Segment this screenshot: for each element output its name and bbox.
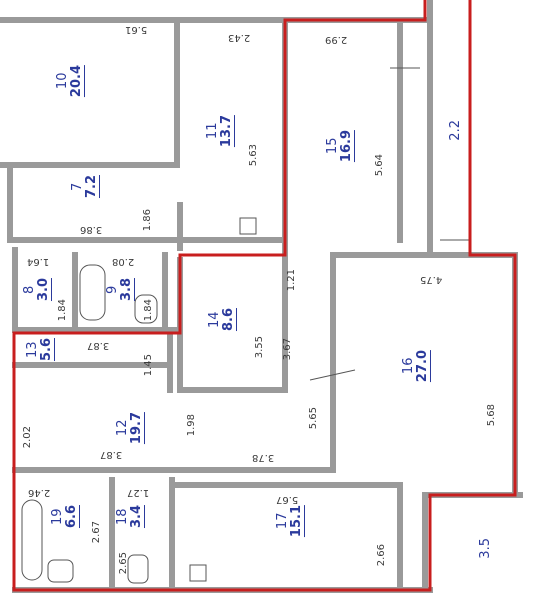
fixtures: [21, 67, 470, 584]
dimension-label: 2.08: [112, 256, 135, 267]
room-number: 8: [22, 285, 37, 294]
dimension-label: 5.65: [308, 407, 319, 430]
room-area: 7.2: [84, 175, 100, 199]
dimension-label: 1.21: [286, 269, 297, 292]
room-area: 20.4: [69, 65, 85, 98]
apartment-outline: [12, 0, 517, 592]
room-number: 17: [275, 512, 290, 530]
room-number: 12: [115, 419, 130, 437]
dimension-label: 1.84: [57, 299, 68, 322]
dimension-label: 2.65: [118, 552, 129, 575]
dimension-label: 3.67: [282, 338, 293, 361]
room-number: 11: [205, 122, 220, 140]
room-number: 10: [55, 72, 70, 90]
dimension-label: 2.99: [325, 34, 348, 45]
dimension-label: 1.98: [186, 414, 197, 437]
dimension-label: 5.64: [374, 154, 385, 177]
room-number: 14: [207, 311, 222, 328]
dimension-label: 3.87: [87, 340, 110, 351]
room-area: 27.0: [415, 350, 431, 383]
room-area: 19.7: [129, 412, 145, 445]
dimension-label: 3.78: [252, 452, 275, 463]
room-area: 16.9: [339, 130, 355, 163]
dimension-label: 1.64: [27, 256, 50, 267]
dimension-label: 2.66: [376, 544, 387, 567]
dimension-label: 1.27: [127, 487, 150, 498]
room-number: 13: [25, 341, 40, 358]
dimension-label: 2.43: [228, 32, 251, 43]
dimension-label: 5.68: [486, 404, 497, 427]
room-number: 18: [115, 508, 130, 525]
dimension-label: 1.86: [142, 209, 153, 232]
room-area: 8.6: [221, 308, 237, 332]
room-area: 3.8: [119, 278, 135, 302]
dimension-label: 1.45: [143, 354, 154, 377]
room-number: 19: [50, 508, 65, 525]
dimension-label: 5.61: [125, 24, 148, 35]
dimension-label: 2.46: [28, 487, 51, 498]
dimension-label: 1.84: [143, 299, 154, 322]
room-number: 9: [105, 285, 120, 294]
room-area: 6.6: [64, 505, 80, 529]
room-number: 7: [70, 182, 85, 191]
area-label: 2.2: [448, 120, 463, 141]
room-area: 3.0: [36, 278, 52, 302]
dimension-label: 5.67: [276, 494, 299, 505]
dimension-label: 3.87: [100, 449, 123, 460]
dimension-label: 2.02: [22, 426, 33, 449]
dimension-label: 3.86: [80, 224, 103, 235]
room-number: 16: [401, 357, 416, 375]
dimension-label: 2.67: [91, 521, 102, 544]
room-area: 3.4: [129, 505, 145, 529]
dimension-label: 5.63: [248, 144, 259, 167]
dimension-label: 4.75: [420, 274, 443, 285]
room-number: 15: [325, 137, 340, 155]
area-label: 3.5: [478, 538, 493, 559]
room-area: 5.6: [39, 338, 55, 362]
room-area: 15.1: [289, 505, 305, 538]
room-area: 13.7: [219, 115, 235, 148]
dimension-label: 3.55: [254, 336, 265, 359]
